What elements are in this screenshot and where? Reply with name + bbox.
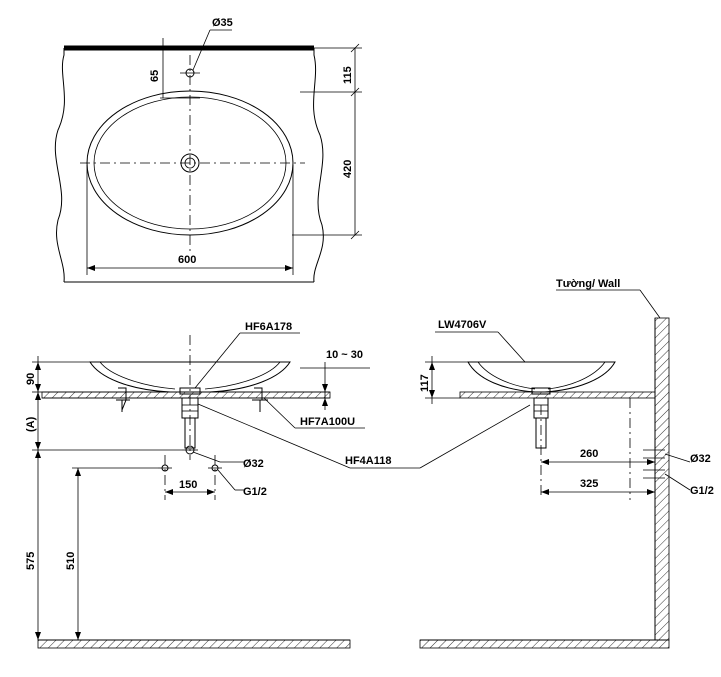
leader-lw4706v [497, 331, 526, 363]
label-510: 510 [65, 552, 77, 570]
label-117: 117 [419, 374, 431, 392]
label-325: 325 [580, 478, 598, 490]
popup-head [179, 387, 201, 395]
leader-hf6a178 [194, 332, 241, 389]
label-hf6a178: HF6A178 [245, 321, 292, 333]
leader-wall [639, 289, 661, 319]
label-260: 260 [580, 448, 598, 460]
wall-section [654, 317, 670, 641]
label-90: 90 [25, 373, 37, 385]
counter-section [41, 391, 331, 399]
label-lw4706v: LW4706V [438, 319, 487, 331]
side-view-right: Tường/ Wall LW4706V 117 260 3 [419, 278, 714, 649]
label-10-30: 10 ~ 30 [326, 349, 363, 361]
break-line-left [54, 48, 65, 283]
leader-hf4a118-right [419, 404, 531, 469]
counter-section-right [459, 391, 656, 399]
top-view: Ø35 65 115 420 600 [54, 17, 362, 283]
label-right-d32: Ø32 [690, 453, 711, 465]
leader-d35 [192, 29, 211, 71]
label-left-g12: G1/2 [243, 486, 267, 498]
floor-left-hatch [37, 639, 351, 649]
label-420: 420 [342, 160, 354, 178]
label-d35: Ø35 [212, 17, 233, 29]
leader-hf4a118-left [197, 403, 351, 469]
label-left-d32: Ø32 [243, 458, 264, 470]
fixing-right [254, 387, 263, 400]
label-a: (A) [25, 416, 37, 432]
basin-profile [89, 361, 291, 393]
label-115: 115 [342, 66, 354, 84]
basin-profile-right [467, 361, 616, 393]
label-150: 150 [179, 479, 197, 491]
label-65: 65 [149, 70, 161, 82]
label-hf4a118: HF4A118 [345, 455, 391, 467]
leader-hf7a100u [263, 397, 296, 429]
label-hf7a100u: HF7A100U [300, 416, 355, 428]
side-view-left: HF6A178 10 ~ 30 HF7A100U 90 (A) 575 [25, 321, 370, 649]
label-600: 600 [178, 254, 196, 266]
fixing-left [118, 387, 127, 411]
shared-trap: HF4A118 [197, 403, 531, 469]
floor-right-hatch [419, 639, 670, 649]
label-right-g12: G1/2 [690, 485, 714, 497]
break-line-right [313, 48, 324, 283]
label-575: 575 [25, 552, 37, 570]
label-wall: Tường/ Wall [556, 278, 620, 290]
